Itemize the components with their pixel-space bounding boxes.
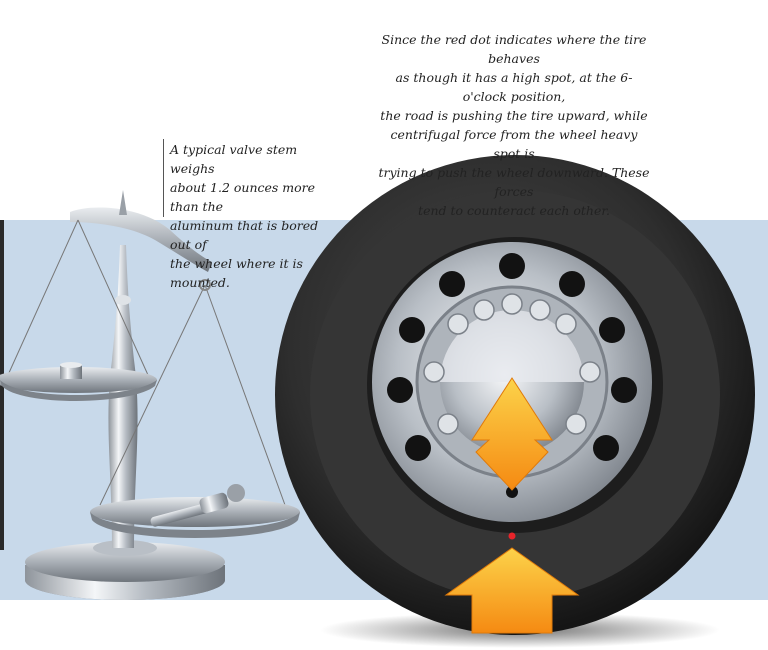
caption-line: A typical valve stem weighs [170,142,298,176]
tire-forces-caption: Since the red dot indicates where the ti… [378,30,650,220]
arrow-up-icon [444,547,580,634]
caption-line: about 1.2 ounces more than the [170,180,316,214]
arrow-down-icon [471,377,553,491]
valve-stem-icon [150,484,245,527]
right-chain-2 [204,284,286,506]
balance-scale-illustration [0,190,300,600]
caption-line: as though it has a high spot, at the 6-o… [395,70,633,104]
scale-column-ring [115,295,131,305]
caption-line: tend to counteract each other. [418,203,610,218]
caption-line: aluminum that is bored out of [170,218,319,252]
rim-hand-holes [387,253,637,461]
valve-stem-caption: A typical valve stem weighs about 1.2 ou… [170,140,340,292]
valve-hole [506,486,518,498]
left-pan-rim [0,380,157,401]
caption-line: the wheel where it is mounted. [170,256,303,290]
left-chain-2 [77,219,149,376]
caption-line: the road is pushing the tire upward, whi… [380,108,648,123]
left-chain-1 [7,219,79,376]
caption-line: Since the red dot indicates where the ti… [381,32,647,66]
scale-base-top [25,542,225,582]
scale-beam [70,207,212,272]
right-pan-rim [90,512,300,538]
hub-reflection [440,310,584,382]
counterweight [60,365,82,379]
caption-rule [163,139,164,217]
lug-nuts [423,293,601,435]
scale-pointer [119,190,127,215]
caption-line: centrifugal force from the wheel heavy s… [390,127,638,161]
caption-line: trying to push the wheel downward. These… [378,165,650,199]
counterweight-top [60,362,82,368]
right-chain-1 [99,284,206,506]
high-spot-dot [508,532,516,540]
left-pan [0,367,157,393]
right-hook [199,279,211,291]
